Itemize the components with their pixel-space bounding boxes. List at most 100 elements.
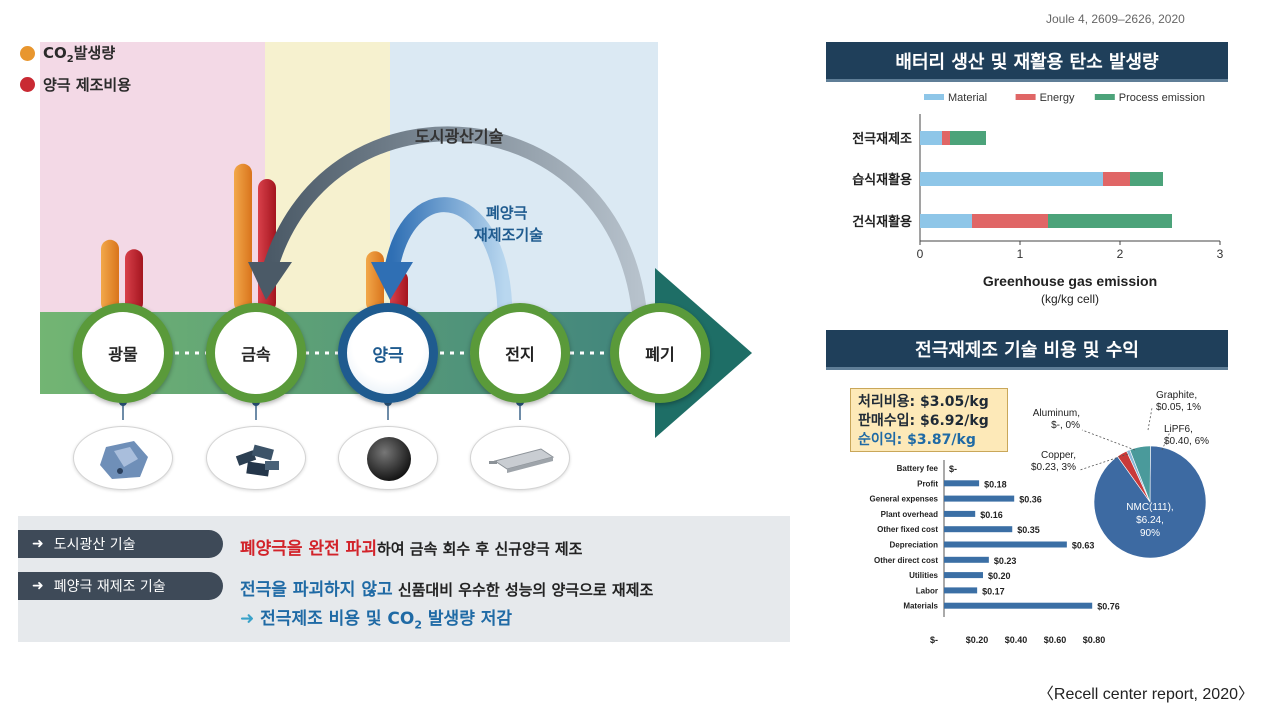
remanufacture-arc bbox=[384, 197, 513, 326]
stacked-bar-segment bbox=[920, 214, 972, 228]
legend-swatch bbox=[1094, 94, 1115, 100]
cathode-oval bbox=[338, 426, 438, 490]
cost-category-label: Plant overhead bbox=[881, 510, 938, 519]
cost-x-tick-label: $- bbox=[930, 635, 938, 645]
stage-metal-label: 금속 bbox=[241, 345, 271, 364]
tag-urban-mining-label: 도시광산 기술 bbox=[53, 537, 136, 553]
cost-category-label: Battery fee bbox=[897, 464, 939, 473]
cost-bar bbox=[944, 480, 980, 487]
legend-swatch bbox=[924, 94, 944, 100]
cost-category-label: Labor bbox=[916, 586, 938, 595]
stage-cell: 전지 bbox=[470, 303, 570, 403]
cost-bar bbox=[944, 602, 1093, 609]
pie-leader-line bbox=[1079, 453, 1129, 471]
pie-slice-label: Copper, bbox=[1041, 450, 1076, 461]
cost-category-label: Depreciation bbox=[890, 541, 939, 550]
stacked-bar-segment bbox=[920, 131, 942, 145]
pie-slice-label: $0.05, 1% bbox=[1156, 402, 1201, 413]
co2-bar bbox=[234, 163, 252, 312]
cost-value-label: $0.17 bbox=[982, 586, 1005, 596]
legend-label: Process emission bbox=[1119, 92, 1205, 104]
legend-label: Material bbox=[948, 92, 987, 104]
ore-icon bbox=[100, 441, 148, 479]
cost-category-label: Profit bbox=[917, 479, 938, 488]
legend-cost-label: 양극 제조비용 bbox=[43, 76, 132, 94]
note-remanufacture: 전극을 파괴하지 않고 신품대비 우수한 성능의 양극으로 재제조 bbox=[240, 575, 653, 600]
cost-x-tick-label: $0.40 bbox=[1005, 635, 1028, 645]
stacked-bar-segment bbox=[950, 131, 986, 145]
tag-urban-mining: ➜ 도시광산 기술 bbox=[18, 530, 223, 558]
x-tick-label: 2 bbox=[1117, 247, 1124, 261]
note-line2-sub: 2 bbox=[414, 618, 422, 632]
note-remanufacture-highlight: 전극을 파괴하지 않고 bbox=[240, 580, 393, 600]
stage-cell-label: 전지 bbox=[505, 345, 535, 364]
summary-profit: 순이익: $3.87/kg bbox=[858, 432, 976, 448]
co2-dot-icon bbox=[20, 46, 35, 61]
cost-value-label: $- bbox=[949, 464, 957, 474]
cost-category-label: Utilities bbox=[909, 571, 938, 580]
stage-cathode-label: 양극 bbox=[372, 345, 404, 366]
stacked-bar-segment bbox=[1130, 172, 1163, 186]
battery-cell-icon bbox=[489, 448, 555, 473]
citation: Joule 4, 2609–2626, 2020 bbox=[1046, 12, 1185, 26]
cost-category-label: Materials bbox=[903, 602, 938, 611]
co2-bar bbox=[101, 239, 119, 312]
stacked-bar-segment bbox=[1103, 172, 1130, 186]
category-label: 건식재활용 bbox=[852, 214, 912, 230]
pie-slice-label: $0.40, 6% bbox=[1164, 436, 1209, 447]
pie-label-nmc: NMC(111), bbox=[1126, 502, 1173, 513]
remanufacture-label-1: 폐양극 bbox=[486, 204, 528, 222]
cost-bar bbox=[944, 587, 978, 594]
stage-cathode: 양극 bbox=[338, 303, 438, 403]
stage-mineral-label: 광물 bbox=[108, 345, 138, 364]
tag-remanufacture-label: 폐양극 재제조 기술 bbox=[53, 579, 166, 595]
legend-label: Energy bbox=[1040, 92, 1075, 104]
cost-value-label: $0.36 bbox=[1019, 495, 1042, 505]
cost-value-label: $0.23 bbox=[994, 556, 1017, 566]
note-urban-mining-rest: 하여 금속 회수 후 신규양극 제조 bbox=[376, 540, 583, 558]
cost-value-label: $0.35 bbox=[1017, 525, 1040, 535]
note-urban-mining: 폐양극을 완전 파괴하여 금속 회수 후 신규양극 제조 bbox=[240, 534, 582, 559]
chart1-title-banner: 배터리 생산 및 재활용 탄소 발생량 bbox=[826, 42, 1228, 82]
cost-x-tick-label: $0.80 bbox=[1083, 635, 1106, 645]
pie-leader-line bbox=[1081, 429, 1136, 451]
summary-cost: 처리비용: $3.05/kg bbox=[858, 394, 989, 410]
cost-value-label: $0.16 bbox=[980, 510, 1003, 520]
x-tick-label: 1 bbox=[1017, 247, 1024, 261]
cost-x-tick-label: $0.60 bbox=[1044, 635, 1067, 645]
stage-mineral: 광물 bbox=[73, 303, 173, 403]
stage-disposal: 폐기 bbox=[610, 303, 710, 403]
ore-oval bbox=[73, 426, 173, 490]
stacked-bar-segment bbox=[1048, 214, 1172, 228]
urban-mining-arc bbox=[262, 126, 648, 326]
x-tick-label: 3 bbox=[1217, 247, 1224, 261]
legend-co2: CO2발생량 bbox=[20, 42, 115, 65]
pie-slice-label: $0.23, 3% bbox=[1031, 462, 1076, 473]
stacked-bar-segment bbox=[942, 131, 950, 145]
remanufacture-arrowhead bbox=[371, 262, 413, 300]
cost-bar bbox=[944, 541, 1067, 548]
pie-slice-label: LiPF6, bbox=[1164, 424, 1193, 435]
x-axis-title: Greenhouse gas emission bbox=[983, 273, 1157, 289]
note-urban-mining-highlight: 폐양극을 완전 파괴 bbox=[240, 539, 377, 559]
process-diagram: CO2발생량 양극 제조비용 bbox=[18, 42, 790, 642]
legend-swatch bbox=[1015, 94, 1036, 100]
chart1-title: 배터리 생산 및 재활용 탄소 발생량 bbox=[895, 51, 1159, 73]
cost-dot-icon bbox=[20, 77, 35, 92]
cost-x-tick-label: $0.20 bbox=[966, 635, 989, 645]
legend-co2-label: CO2발생량 bbox=[43, 44, 116, 65]
cost-value-label: $0.76 bbox=[1097, 602, 1120, 612]
x-tick-label: 0 bbox=[917, 247, 924, 261]
zone-pink bbox=[40, 42, 265, 312]
pie-leader-line bbox=[1161, 431, 1171, 451]
cell-oval bbox=[470, 426, 570, 490]
stage-metal: 금속 bbox=[206, 303, 306, 403]
cost-bar bbox=[125, 249, 143, 312]
pie-label-nmc: $6.24, bbox=[1136, 515, 1164, 526]
cost-bar bbox=[944, 526, 1013, 533]
note-remanufacture-rest: 신품대비 우수한 성능의 양극으로 재제조 bbox=[392, 581, 654, 599]
urban-mining-arrowhead bbox=[248, 262, 292, 300]
note-line2-pre: 전극제조 비용 및 CO bbox=[260, 609, 415, 629]
pie-slice-label: Aluminum, bbox=[1033, 408, 1080, 419]
